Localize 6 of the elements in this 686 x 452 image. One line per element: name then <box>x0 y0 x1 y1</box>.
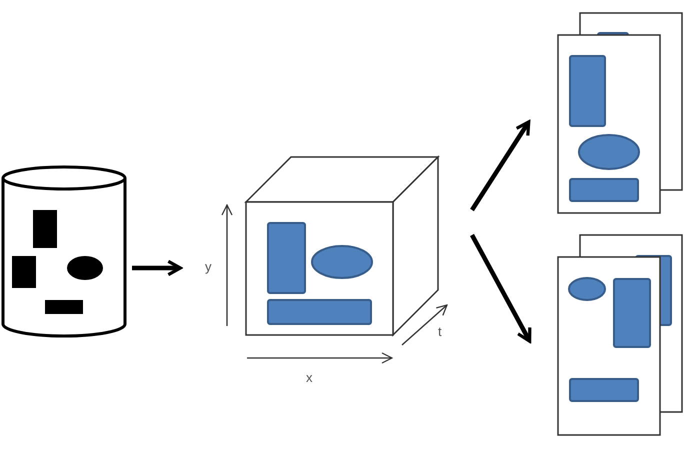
axis-label: t <box>438 325 442 338</box>
axis-label: y <box>205 260 212 273</box>
arrow <box>470 234 532 343</box>
arrow <box>470 120 530 212</box>
arrow <box>132 260 182 276</box>
axis-label: x <box>306 371 312 384</box>
